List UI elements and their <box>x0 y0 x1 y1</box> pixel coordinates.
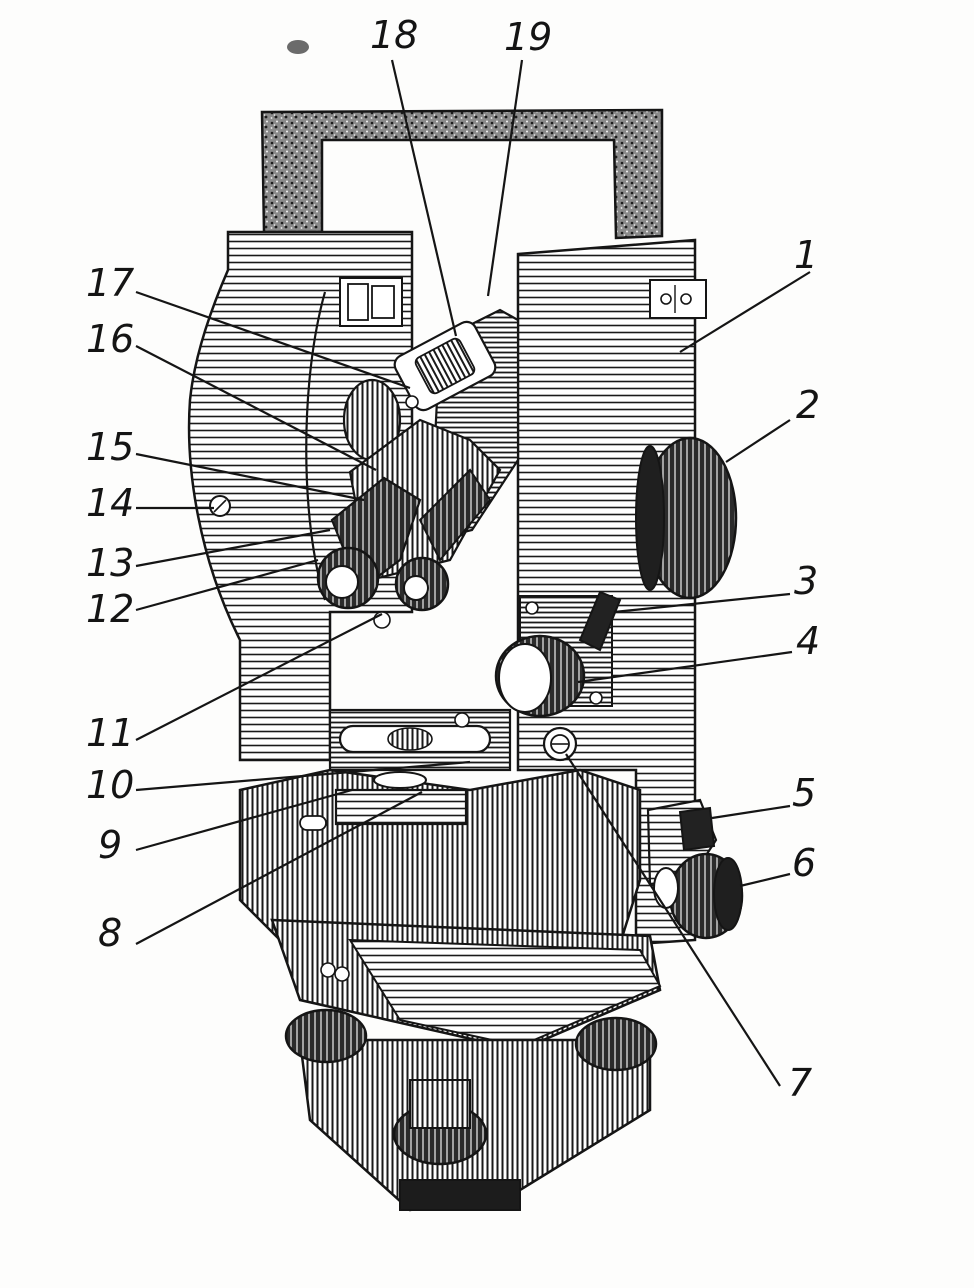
leader-9 <box>135 788 353 852</box>
callout-14: 14 <box>86 481 134 525</box>
callout-1: 1 <box>794 233 818 277</box>
foot-screws <box>284 1008 658 1166</box>
leader-17 <box>135 290 411 390</box>
callout-17: 17 <box>86 261 134 305</box>
callout-15: 15 <box>86 425 134 469</box>
leader-13 <box>135 528 331 568</box>
vertical-circle-knob <box>635 436 738 600</box>
callout-6: 6 <box>792 841 816 885</box>
screw-7 <box>542 726 578 762</box>
leader-8 <box>135 791 423 945</box>
carrying-handle <box>260 108 664 240</box>
leader-18 <box>390 59 458 337</box>
callout-8: 8 <box>98 911 122 955</box>
leader-11 <box>135 613 383 741</box>
left-standard <box>187 230 414 762</box>
leader-4 <box>577 650 793 684</box>
callout-11: 11 <box>86 711 134 755</box>
callout-5: 5 <box>792 771 816 815</box>
leader-6 <box>739 872 791 888</box>
callout-9: 9 <box>98 823 122 867</box>
leader-12 <box>135 558 319 612</box>
callout-10: 10 <box>86 763 134 807</box>
telescope <box>316 308 520 629</box>
leader-5 <box>711 804 791 820</box>
leader-7 <box>565 753 781 1087</box>
leader-3 <box>613 592 791 614</box>
callout-4: 4 <box>796 619 820 663</box>
leader-lines <box>135 59 811 1087</box>
leader-15 <box>135 452 365 502</box>
plate-level <box>328 708 512 772</box>
callout-labels: 1 2 3 4 5 6 7 8 9 10 11 12 13 14 15 16 1… <box>86 13 820 1105</box>
ink-smudge <box>287 40 309 54</box>
callout-18: 18 <box>370 13 418 57</box>
leader-19 <box>486 59 524 297</box>
leader-2 <box>725 419 791 463</box>
clamp-and-tangent-knob <box>494 590 622 718</box>
leader-10 <box>135 760 471 792</box>
callout-3: 3 <box>794 559 818 603</box>
leader-16 <box>135 345 377 471</box>
callout-7: 7 <box>788 1061 812 1105</box>
leader-1 <box>679 271 811 353</box>
callout-2: 2 <box>796 383 820 427</box>
callout-19: 19 <box>504 15 552 59</box>
callout-13: 13 <box>86 541 134 585</box>
callout-12: 12 <box>86 587 134 631</box>
callout-16: 16 <box>86 317 134 361</box>
